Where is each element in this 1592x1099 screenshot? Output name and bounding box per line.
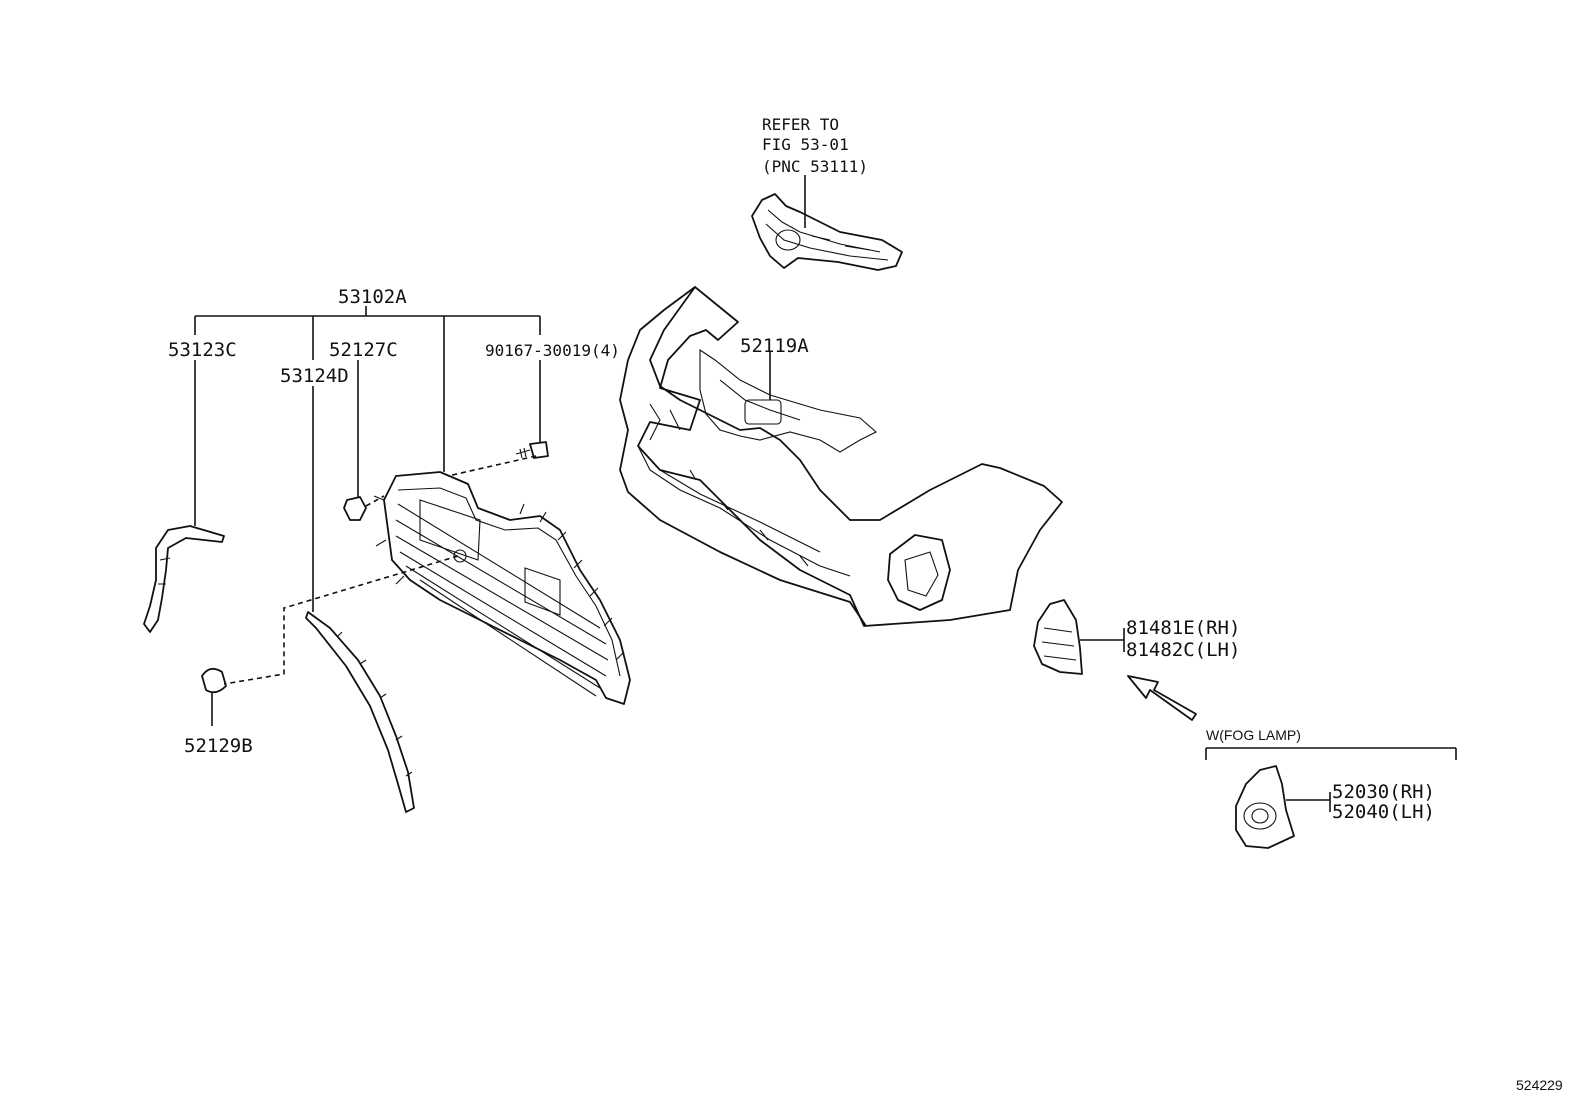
- callout-90167: 90167-30019(4): [485, 341, 620, 360]
- 52127C-clip: [343, 496, 367, 521]
- callout-52129B: 52129B: [184, 735, 253, 757]
- condition-label: W(FOG LAMP): [1206, 727, 1301, 743]
- screw-part: [515, 441, 549, 459]
- callout-53123C: 53123C: [168, 339, 237, 361]
- callout-52119A: 52119A: [740, 335, 809, 357]
- dashed-assembly-lines: [223, 455, 537, 685]
- refer-note-line3: (PNC 53111): [762, 157, 868, 176]
- figure-number: 524229: [1516, 1077, 1563, 1093]
- lower-grille-assembly: [373, 471, 631, 705]
- front-bumper-cover: [619, 286, 1063, 627]
- callout-53102A: 53102A: [338, 286, 407, 308]
- refer-note-line2: FIG 53-01: [762, 135, 849, 154]
- leader-lines: [194, 306, 1457, 812]
- assembly-arrow: [1127, 675, 1197, 721]
- fog-cover-part: [1033, 599, 1083, 675]
- 53123C-molding: [143, 525, 225, 633]
- refer-note: REFER TO FIG 53-01 (PNC 53111): [762, 115, 868, 176]
- 53124D-molding: [305, 611, 415, 813]
- callout-52127C: 52127C: [329, 339, 398, 361]
- fog-lamp-cover-part: [1235, 765, 1295, 849]
- 52129B-plug: [201, 667, 227, 694]
- upper-grille-reference-part: [751, 193, 903, 271]
- callout-53124D: 53124D: [280, 365, 349, 387]
- callout-52030: 52030(RH): [1332, 781, 1435, 803]
- callout-52040: 52040(LH): [1332, 801, 1435, 823]
- callout-81482C: 81482C(LH): [1126, 639, 1240, 661]
- refer-note-line1: REFER TO: [762, 115, 839, 134]
- callout-81481E: 81481E(RH): [1126, 617, 1240, 639]
